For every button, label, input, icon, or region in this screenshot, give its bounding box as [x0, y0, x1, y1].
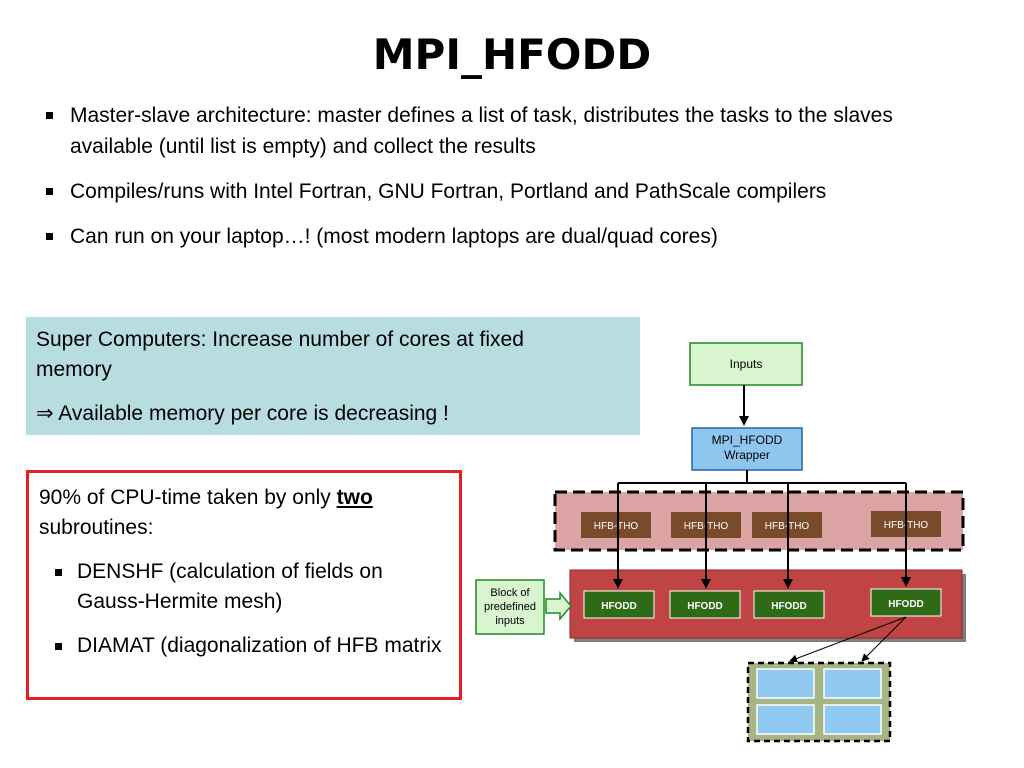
block-arrow-icon [545, 590, 572, 622]
cpu-time-note-box: 90% of CPU-time taken by only two subrou… [26, 470, 462, 700]
subroutine-list: DENSHF (calculation of fields on Gauss-H… [39, 557, 449, 661]
hfodd-box-4 [870, 588, 942, 617]
bullet-list: Master-slave architecture: master define… [44, 100, 974, 266]
bullet-text: Master-slave architecture: master define… [70, 104, 893, 158]
predefined-inputs-line3: inputs [495, 615, 525, 627]
hfodd-label-1: HFODD [601, 601, 637, 612]
grid-cell-1 [756, 668, 815, 699]
grid-cell-4 [823, 704, 882, 735]
bullet-text: Compiles/runs with Intel Fortran, GNU Fo… [70, 180, 827, 203]
predefined-inputs-line1: Block of [490, 587, 530, 599]
bullet-square-icon [55, 643, 62, 650]
bullet-square-icon [46, 112, 53, 119]
subroutine-text: DIAMAT (diagonalization of HFB matrix [77, 634, 442, 657]
cpu-time-intro-suffix: subroutines: [39, 516, 154, 539]
hfodd-label-4: HFODD [888, 599, 924, 610]
wrapper-box [691, 427, 803, 471]
bullet-square-icon [46, 233, 53, 240]
subroutine-item: DIAMAT (diagonalization of HFB matrix [39, 631, 449, 661]
grid-cell-3 [756, 704, 815, 735]
hfbtho-label-1: HFB-THO [594, 521, 639, 532]
hfodd-box-2 [669, 590, 741, 619]
subroutine-text: DENSHF (calculation of fields on Gauss-H… [77, 560, 383, 613]
hfodd-label-2: HFODD [687, 601, 723, 612]
cpu-time-intro-prefix: 90% of CPU-time taken by only [39, 486, 337, 509]
bullet-item: Compiles/runs with Intel Fortran, GNU Fo… [44, 176, 974, 207]
cpu-time-intro: 90% of CPU-time taken by only two subrou… [39, 483, 449, 543]
inputs-label: Inputs [730, 357, 763, 371]
supercomputer-note-line1: Super Computers: Increase number of core… [36, 328, 524, 381]
subroutine-item: DENSHF (calculation of fields on Gauss-H… [39, 557, 449, 617]
cpu-time-intro-bold: two [336, 486, 373, 509]
bullet-text: Can run on your laptop…! (most modern la… [70, 225, 718, 248]
slide-title: MPI_HFODD [372, 30, 652, 79]
hfodd-label-3: HFODD [771, 601, 807, 612]
bullet-square-icon [46, 188, 53, 195]
bullet-item: Can run on your laptop…! (most modern la… [44, 221, 974, 252]
hfbtho-box-1 [581, 512, 651, 538]
predefined-inputs-box [475, 579, 545, 635]
inputs-box [689, 342, 803, 386]
wrapper-label-line1: MPI_HFODD [712, 433, 783, 447]
thin-arrow-1 [789, 616, 907, 663]
hfodd-box-1 [583, 590, 655, 619]
hfodd-box-3 [753, 590, 825, 619]
bullet-item: Master-slave architecture: master define… [44, 100, 974, 162]
supercomputer-note-line2: ⇒ Available memory per core is decreasin… [36, 402, 449, 425]
thin-arrow-2 [861, 616, 907, 662]
wrapper-label-line2: Wrapper [724, 448, 770, 462]
supercomputer-note-box: Super Computers: Increase number of core… [26, 317, 640, 435]
bullet-square-icon [55, 569, 62, 576]
grid-cell-2 [823, 668, 882, 699]
predefined-inputs-line2: predefined [484, 601, 536, 613]
